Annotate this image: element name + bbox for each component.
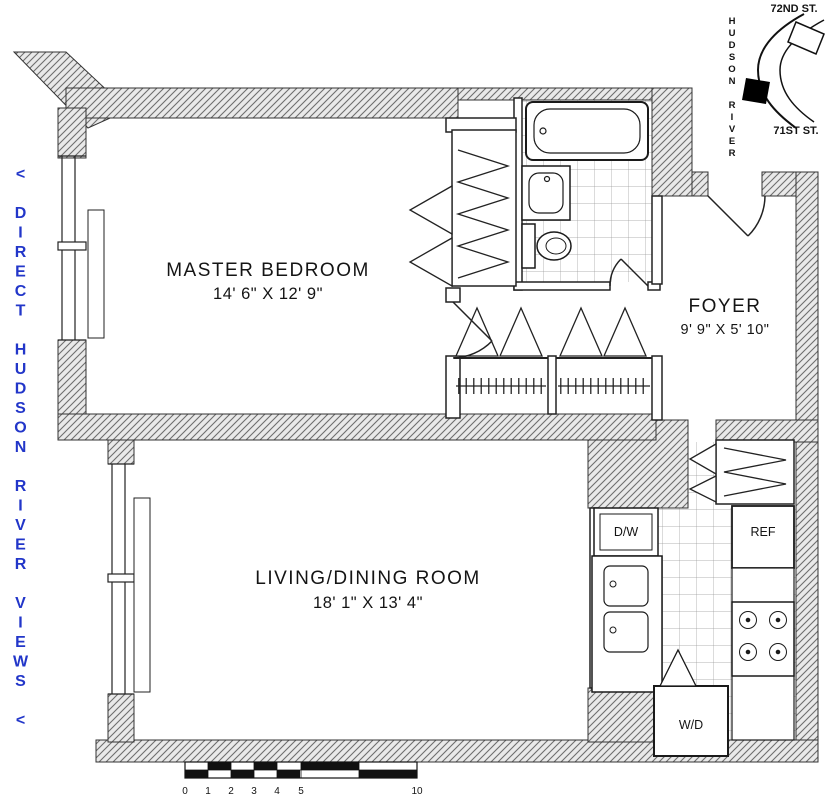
door-leaf (620, 258, 649, 287)
bathroom-door (609, 258, 649, 287)
bathroom-sink (521, 165, 571, 221)
scale-bar: 0 1 2 3 4 5 10 (182, 761, 423, 797)
door-swing-arc (747, 195, 766, 237)
wall-kitchen-top-left (587, 419, 689, 509)
scale-tick: 1 (205, 786, 211, 797)
doors (452, 195, 766, 359)
wall-kitchen-bottom-left (587, 687, 659, 743)
living-room-window (107, 463, 135, 695)
master-bedroom-dims: 14' 6" X 12' 9" (213, 285, 323, 303)
scale-tick: 3 (251, 786, 257, 797)
door-swing-arc (452, 340, 493, 359)
refrigerator-label: REF (751, 525, 776, 539)
master-bedroom-label: MASTER BEDROOM (166, 260, 370, 281)
scale-tick: 4 (274, 786, 280, 797)
door-leaf (707, 195, 749, 237)
windows (57, 155, 151, 695)
bifold-door (455, 306, 499, 357)
door-swing-arc (609, 258, 622, 287)
wall-bath-right-corner (651, 87, 693, 197)
street-top-label: 72ND ST. (770, 3, 817, 15)
scale-tick: 5 (298, 786, 304, 797)
wall-bedroom-east-bottom (445, 355, 461, 419)
faucet (609, 626, 617, 634)
bedroom-door (452, 301, 493, 359)
entry-door (707, 195, 766, 237)
wall-bottom (95, 739, 819, 763)
dishwasher-label: D/W (614, 525, 639, 539)
washer-dryer-label: W/D (679, 718, 703, 732)
bifold-door (688, 474, 717, 504)
scale-tick: 0 (182, 786, 188, 797)
toilet (521, 223, 572, 269)
street-bottom-label: 71ST ST. (773, 125, 818, 137)
scale-tick: 10 (411, 786, 423, 797)
bifold-door (408, 184, 453, 236)
hudson-river-label: HUDSON RIVER (726, 16, 738, 160)
map-block (787, 21, 825, 55)
living-dining-dims: 18' 1" X 13' 4" (313, 594, 423, 612)
wall-bedroom-left-top (57, 107, 87, 159)
bifold-door (559, 306, 603, 357)
bifold-door (688, 442, 717, 476)
wall-bath-top (457, 87, 659, 101)
door-leaf (452, 301, 493, 342)
hall-closet-a (454, 306, 548, 394)
refrigerator (731, 505, 795, 569)
bifold-door (408, 236, 453, 288)
wall-closet-divider (547, 355, 557, 415)
street-curve-outer (756, 13, 805, 129)
wall-living-left-bottom (107, 693, 135, 743)
wall-foyer-west-top (651, 195, 663, 285)
faucet (609, 580, 617, 588)
wall-bedroom-top (65, 87, 459, 119)
closets (408, 129, 795, 505)
bathtub (525, 101, 649, 161)
river-view-note: < DIRECT HUDSON RIVER VIEWS < (12, 166, 29, 732)
wall-foyer-west-bottom (651, 355, 663, 421)
stove (731, 601, 795, 677)
wall-right (795, 171, 819, 763)
hall-closet-b (556, 306, 652, 394)
building-location-marker (742, 78, 770, 104)
bathroom-fixtures (521, 101, 649, 269)
room-labels: MASTER BEDROOM 14' 6" X 12' 9" LIVING/DI… (166, 260, 776, 732)
foyer-closet (688, 439, 795, 505)
wall-bedroom-east-mid (445, 287, 461, 303)
foyer-dims: 9' 9" X 5' 10" (681, 322, 770, 338)
bedroom-convector (87, 209, 105, 339)
kitchen-fixtures (591, 505, 795, 757)
foyer-label: FOYER (689, 296, 762, 317)
wall-bath-south-a (513, 281, 611, 291)
washer-dryer (653, 648, 729, 757)
kitchen-sink (591, 555, 663, 693)
living-convector (133, 497, 151, 693)
bedroom-window (57, 155, 87, 341)
bedroom-closet (408, 129, 517, 288)
bifold-door (603, 306, 647, 357)
wall-foyer-bottom (715, 419, 819, 443)
closet-shelf-symbol (455, 149, 511, 279)
scale-tick: 2 (228, 786, 234, 797)
wall-entry-left (691, 171, 709, 197)
wall-bedroom-living-divider (57, 413, 659, 441)
location-map-inset: 72ND ST. 71ST ST. (742, 3, 825, 137)
dishwasher (593, 507, 659, 557)
bifold-door (499, 306, 543, 357)
closet-shelf-symbol (723, 447, 787, 497)
scale-tick-labels: 0 1 2 3 4 5 10 (182, 786, 423, 797)
exterior-walls (12, 51, 819, 763)
bifold-door (658, 648, 698, 687)
living-dining-label: LIVING/DINING ROOM (255, 568, 480, 589)
